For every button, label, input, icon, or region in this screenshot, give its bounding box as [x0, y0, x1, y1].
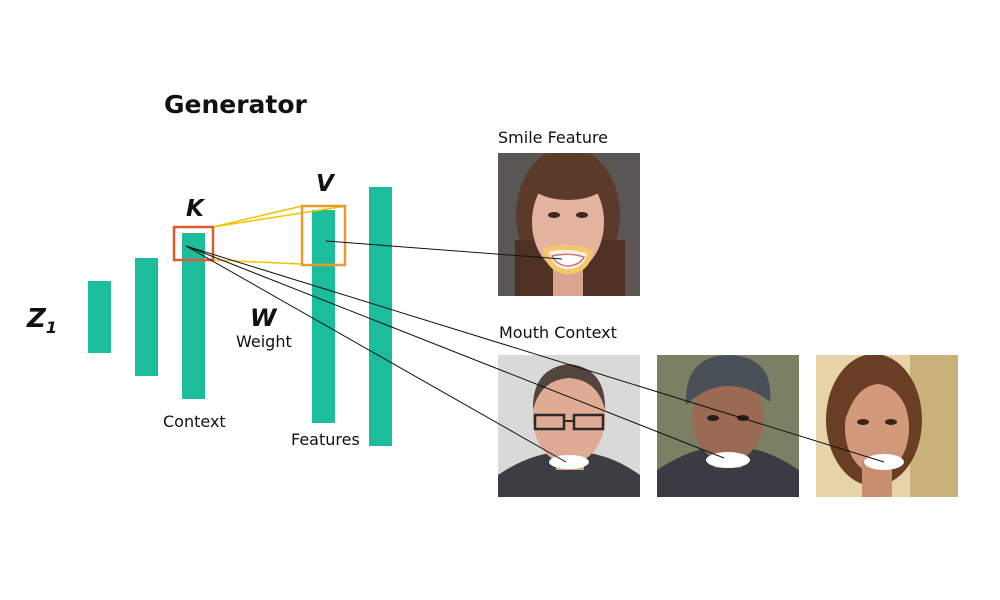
features-layer-bar	[312, 210, 335, 423]
k-label: K	[186, 196, 204, 222]
mouth-context-label: Mouth Context	[499, 323, 617, 342]
smile-feature-label: Smile Feature	[498, 128, 609, 147]
context-photo-2	[657, 355, 799, 497]
context-photo-3	[816, 355, 958, 497]
layer-bar-5	[369, 187, 392, 446]
z-main: Z	[27, 304, 46, 334]
v-box	[300, 204, 347, 267]
layer-bar-1	[88, 281, 111, 353]
context-label: Context	[163, 412, 226, 431]
context-layer-bar	[182, 233, 205, 399]
z-sub: 1	[45, 318, 57, 338]
weight-label: Weight	[236, 332, 292, 351]
context-photo-1	[498, 355, 640, 497]
smile-feature-photo	[498, 153, 640, 296]
k-box	[172, 225, 215, 262]
w-label: W	[250, 304, 277, 332]
z1-label: Z1	[27, 304, 57, 337]
connector-lines	[185, 240, 885, 463]
v-label: V	[316, 171, 334, 197]
diagram-title: Generator	[164, 90, 307, 119]
projection-lines	[212, 205, 347, 265]
features-label: Features	[291, 430, 360, 449]
layer-bar-2	[135, 258, 158, 376]
